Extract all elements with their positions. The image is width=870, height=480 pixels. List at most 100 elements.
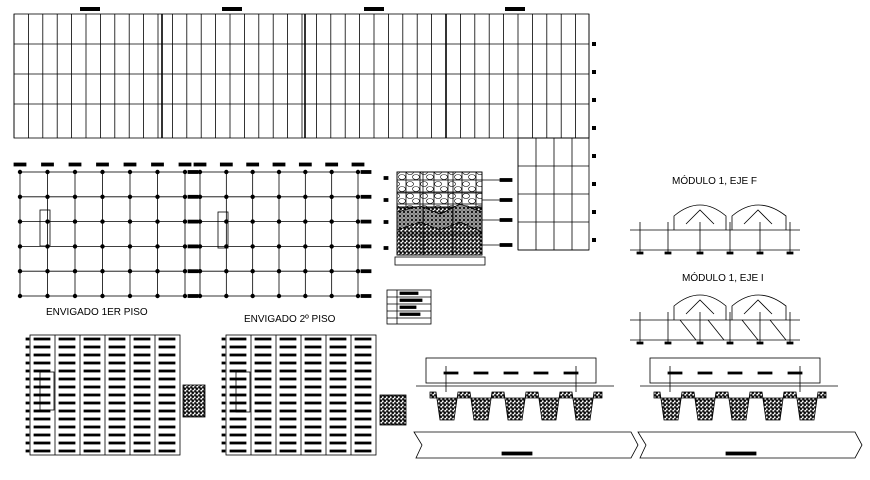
column-dot — [197, 219, 203, 224]
section-footing — [637, 431, 863, 459]
beam-joist — [158, 433, 176, 437]
axis-tag — [187, 244, 199, 249]
column-dot — [127, 244, 133, 249]
beam-joist — [254, 353, 272, 357]
column-dot — [329, 169, 334, 175]
beam-joist — [33, 425, 51, 429]
column-dot — [355, 269, 361, 274]
section-rebar-tag — [533, 371, 549, 375]
column-dot — [182, 219, 188, 224]
beam-joist — [33, 369, 51, 373]
beam-joist — [133, 401, 151, 405]
column-dot — [197, 293, 203, 299]
beam-joist — [279, 433, 297, 437]
axis-marker — [383, 220, 389, 224]
column-dot — [197, 169, 203, 175]
beam-joist — [58, 377, 76, 381]
beam-joist — [354, 377, 372, 381]
beam-joist — [229, 361, 247, 365]
leader-tag — [499, 218, 513, 222]
column-dot — [72, 194, 78, 199]
axis-marker — [383, 246, 389, 250]
column-dot — [155, 194, 160, 199]
beam-axis-tag — [25, 345, 30, 349]
axis-tag — [187, 194, 199, 199]
roof-axis-marker — [592, 238, 596, 242]
beam-joist — [158, 417, 176, 421]
beam-joist — [254, 385, 272, 389]
column-dot — [72, 244, 78, 249]
beam-joist — [229, 393, 247, 397]
section-rebar-tag — [697, 371, 713, 375]
floor-plan-2 — [193, 162, 372, 299]
section-beam-outline — [649, 357, 821, 384]
axis-tag — [360, 219, 372, 224]
floor-plan-1-grid — [13, 162, 199, 299]
beam-axis-tag — [25, 385, 30, 389]
column-dot — [17, 194, 23, 199]
axis-tag — [246, 162, 260, 167]
section-rebar-tag — [473, 371, 489, 375]
beam-joist — [83, 449, 101, 453]
beam-joist — [329, 345, 347, 349]
beam-joist — [108, 417, 126, 421]
beam-joist — [58, 449, 76, 453]
beam-joist — [354, 449, 372, 453]
beam-joist — [133, 377, 151, 381]
beam-joist — [33, 393, 51, 397]
beam-joist — [304, 441, 322, 445]
foundation-detail — [383, 171, 513, 266]
beam-joist — [133, 409, 151, 413]
beam-joist — [108, 433, 126, 437]
beam-axis-tag — [221, 393, 226, 397]
beam-joist — [279, 385, 297, 389]
axis-marker — [383, 176, 389, 180]
beam-joist — [229, 377, 247, 381]
section-footing — [413, 431, 639, 459]
beam-joist — [83, 385, 101, 389]
beam-joist — [108, 441, 126, 445]
beam-joist — [354, 353, 372, 357]
column-dot — [250, 194, 255, 199]
beam-joist — [279, 449, 297, 453]
label-envigado-1: ENVIGADO 1ER PISO — [46, 307, 148, 318]
roof-axis-tag — [80, 7, 100, 11]
beam-axis-tag — [25, 361, 30, 365]
beam-joist — [33, 361, 51, 365]
beam-joist — [304, 353, 322, 357]
beam-joist — [133, 433, 151, 437]
beam-joist — [229, 369, 247, 373]
beam-axis-tag — [221, 401, 226, 405]
column-dot — [45, 269, 50, 274]
beam-joist — [108, 385, 126, 389]
module-roof-arch — [673, 204, 727, 230]
column-dot — [329, 219, 334, 224]
module-brace — [741, 319, 759, 341]
column-dot — [224, 293, 229, 299]
column-dot — [17, 219, 23, 224]
beam-joist — [83, 433, 101, 437]
column-dot — [276, 219, 282, 224]
beam-joist — [304, 369, 322, 373]
column-dot — [72, 269, 78, 274]
column-dot — [182, 169, 188, 175]
beam-joist — [329, 393, 347, 397]
column-dot — [355, 169, 361, 175]
column-dot — [355, 293, 361, 299]
beam-joist — [108, 401, 126, 405]
column-dot — [182, 269, 188, 274]
beam-axis-tag — [221, 345, 226, 349]
beam-joist — [33, 417, 51, 421]
column-dot — [355, 219, 361, 224]
floor-plan-1 — [13, 162, 199, 299]
beam-joist — [158, 393, 176, 397]
beam-joist — [133, 441, 151, 445]
beam-joist — [83, 377, 101, 381]
beam-joist — [58, 441, 76, 445]
module-base-tag — [726, 341, 734, 345]
column-dot — [100, 269, 105, 274]
foundation-ticks — [383, 176, 513, 250]
column-dot — [329, 269, 334, 274]
column-dot — [250, 269, 255, 274]
beam-axis-tag — [221, 441, 226, 445]
